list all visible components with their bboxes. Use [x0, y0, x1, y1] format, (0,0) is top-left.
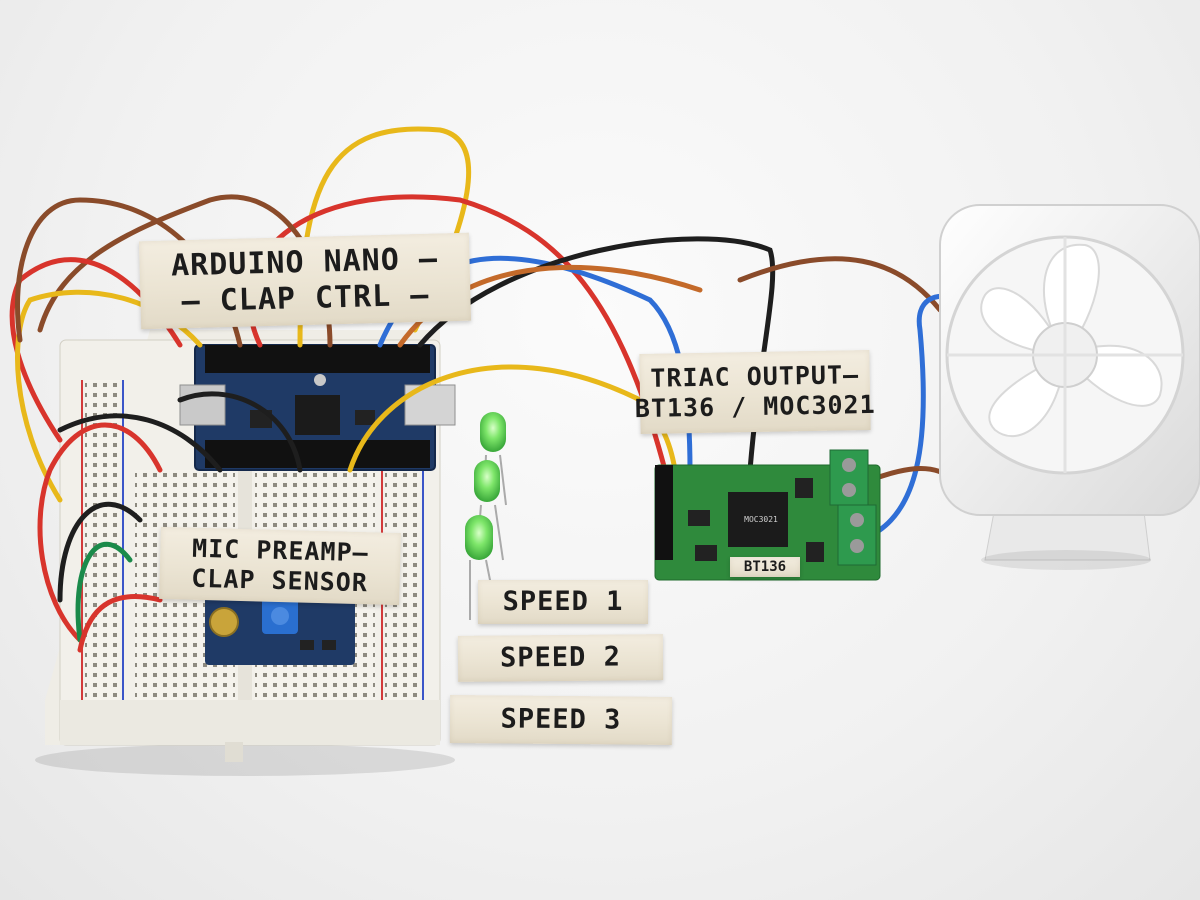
speed-3-text: SPEED 3 — [500, 703, 622, 736]
triac-output-board — [654, 449, 881, 581]
bt136-marking-text: BT136 — [743, 558, 787, 575]
arduino-nano-board — [179, 344, 456, 471]
mic-label-line2: CLAP SENSOR — [190, 563, 369, 598]
mic-preamp-module — [205, 595, 355, 665]
moc3021-chip-text: MOC3021 — [744, 515, 778, 524]
triac-label-line1: TRIAC OUTPUT— — [650, 360, 860, 393]
desk-fan — [939, 204, 1200, 570]
speed-3-label: SPEED 3 — [449, 695, 673, 745]
arduino-label-line2: — CLAP CTRL — — [181, 277, 430, 320]
microcontroller-chip — [295, 395, 340, 435]
triac-label-line2: BT136 / MOC3021 — [634, 389, 876, 424]
bt136-chip-marking: BT136 — [730, 557, 800, 577]
speed-1-label: SPEED 1 — [478, 580, 648, 624]
microphone-capsule — [209, 607, 239, 637]
mic-label-tape: MIC PREAMP— CLAP SENSOR — [159, 526, 401, 606]
arduino-label-tape: ARDUINO NANO — — CLAP CTRL — — [138, 232, 472, 330]
usb-connector-left — [179, 384, 226, 426]
mic-label-line1: MIC PREAMP— — [191, 533, 370, 568]
speed-2-text: SPEED 2 — [499, 641, 622, 674]
triac-label-tape: TRIAC OUTPUT— BT136 / MOC3021 — [635, 349, 876, 435]
speed-1-text: SPEED 1 — [502, 585, 624, 617]
power-rail-left — [85, 380, 120, 740]
optocoupler-chip — [728, 492, 788, 547]
breadboard-shadow — [35, 744, 455, 776]
status-leds — [465, 412, 507, 621]
speed-2-label: SPEED 2 — [457, 634, 664, 682]
